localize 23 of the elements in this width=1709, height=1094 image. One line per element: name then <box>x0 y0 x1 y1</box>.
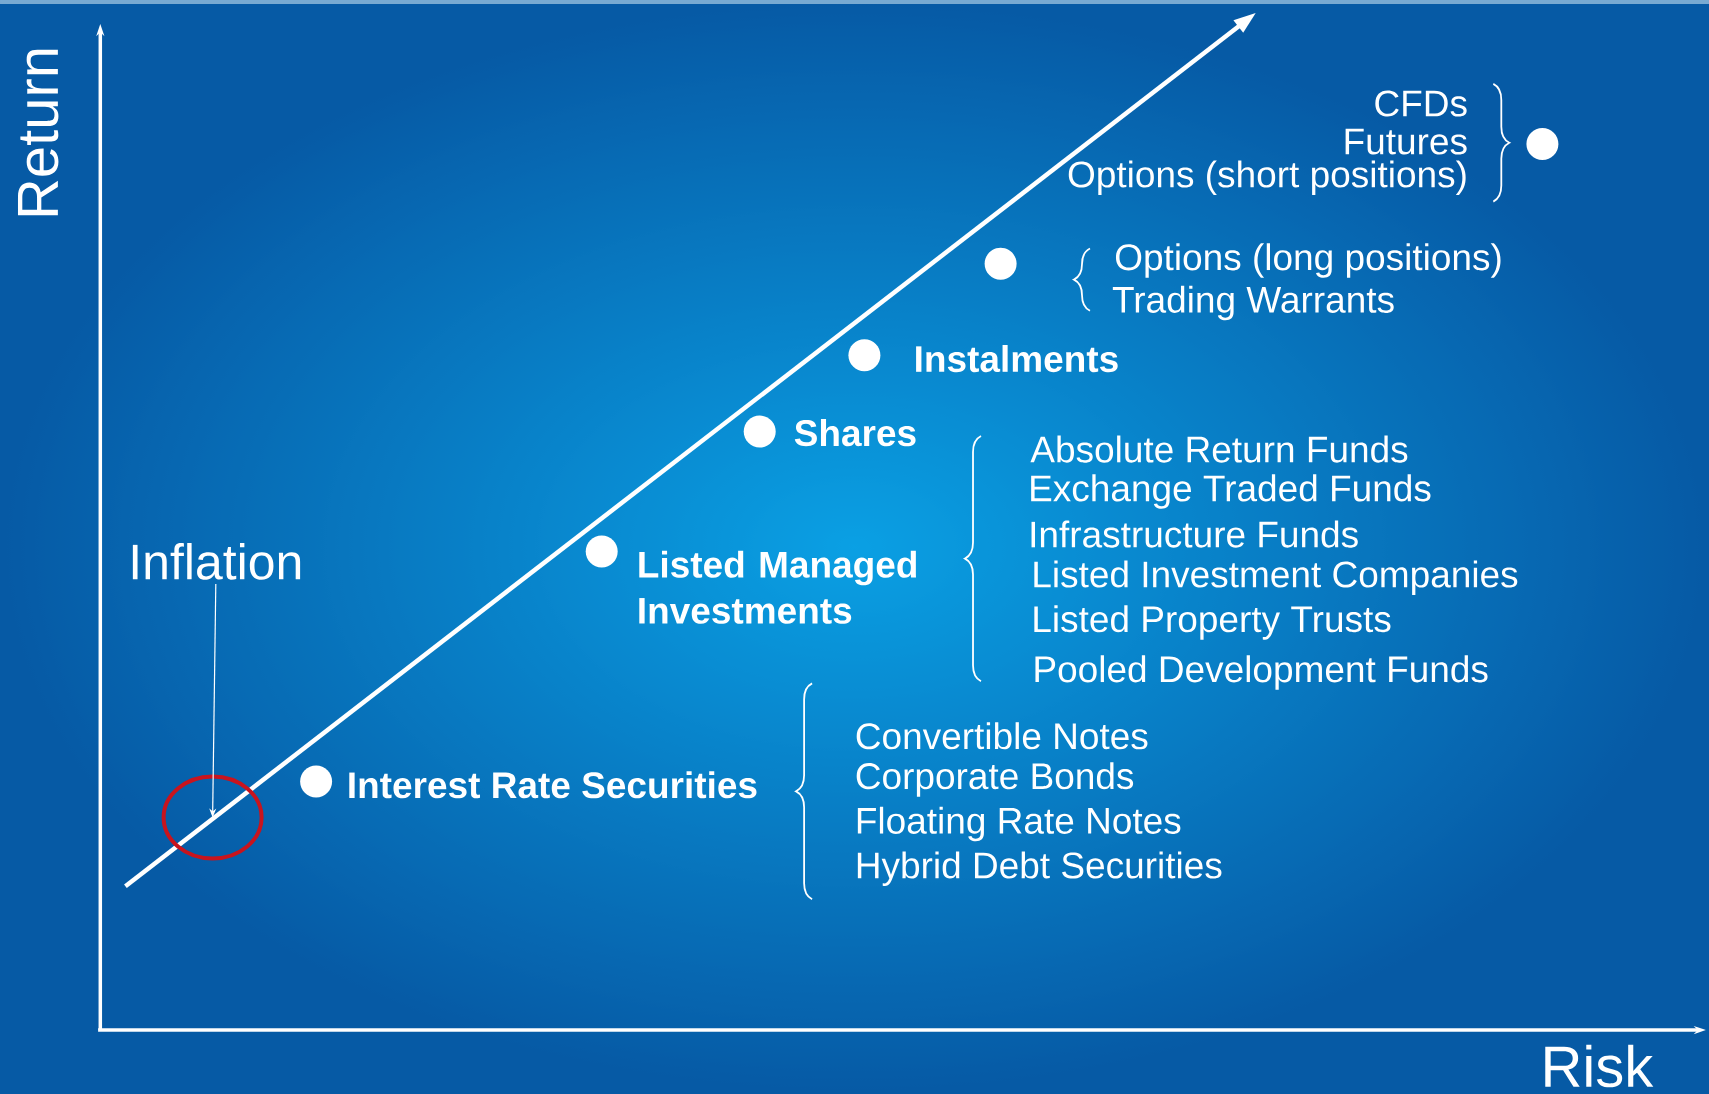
item-label: CFDs <box>1375 90 1467 117</box>
item-label: Listed Investment Companies <box>1034 560 1518 595</box>
category-label: Interest Rate Securities <box>349 771 757 799</box>
axis-title: Risk <box>1545 1044 1654 1088</box>
item-label: Exchange Traded Funds <box>1031 474 1431 509</box>
category-label: Shares <box>794 419 916 447</box>
item-label: Absolute Return Funds <box>1030 435 1408 463</box>
item-label: Listed Property Trusts <box>1034 605 1391 640</box>
item-label: Options (short positions) <box>1068 160 1466 195</box>
inflation-label: Inflation <box>132 543 301 580</box>
category-label: Listed Managed Investments <box>639 550 916 624</box>
item-label: Hybrid Debt Securities <box>857 851 1222 886</box>
item-label: Floating Rate Notes <box>857 806 1181 842</box>
item-label: Convertible Notes <box>856 722 1148 750</box>
category-label: Instalments <box>916 345 1118 373</box>
item-label: Futures <box>1345 128 1467 155</box>
item-label: Corporate Bonds <box>856 762 1134 797</box>
ring <box>161 774 264 861</box>
item-label: Options (long positions) <box>1115 243 1501 278</box>
item-label: Trading Warrants <box>1112 285 1394 321</box>
item-label: Infrastructure Funds <box>1031 520 1358 548</box>
item-label: Pooled Development Funds <box>1035 655 1488 690</box>
axis-title: Return <box>18 49 59 216</box>
